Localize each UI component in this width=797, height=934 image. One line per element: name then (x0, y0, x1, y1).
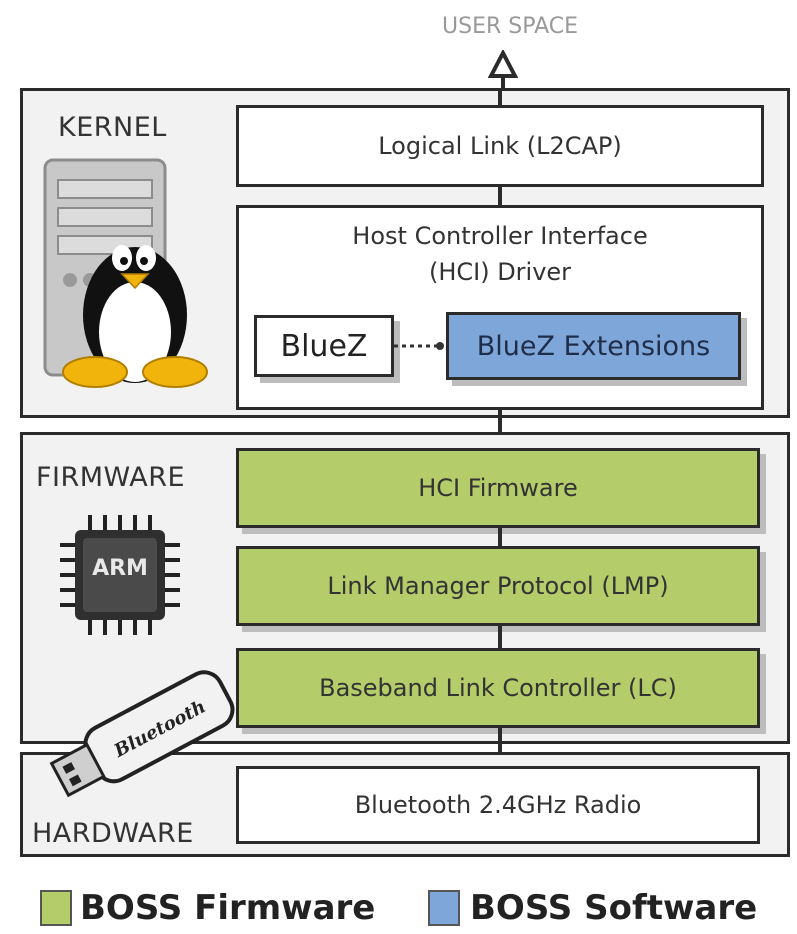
bluetooth-usb-icon: Bluetooth (49, 670, 235, 798)
bluez-label: BlueZ (280, 328, 368, 364)
software-legend-label: BOSS Software (470, 888, 758, 928)
radio-label: Bluetooth 2.4GHz Radio (354, 791, 642, 819)
lmp-label: Link Manager Protocol (LMP) (327, 572, 669, 600)
connector-line (498, 410, 502, 448)
hci-driver-label-line1: Host Controller Interface (352, 222, 648, 250)
connector-line (498, 728, 502, 766)
firmware-legend-label: BOSS Firmware (80, 888, 376, 928)
firmware-legend-swatch (40, 890, 72, 926)
lc-box: Baseband Link Controller (LC) (236, 648, 760, 728)
hci-driver-label-line2: (HCI) Driver (428, 258, 572, 286)
radio-box: Bluetooth 2.4GHz Radio (236, 766, 760, 844)
lmp-box: Link Manager Protocol (LMP) (236, 546, 760, 626)
hardware-layer-label: HARDWARE (32, 818, 194, 849)
hci-firmware-box: HCI Firmware (236, 448, 760, 528)
l2cap-box: Logical Link (L2CAP) (236, 105, 764, 187)
dashed-connector (394, 342, 444, 350)
server-tux-icon (43, 158, 208, 388)
arm-chip-icon: ARM (60, 515, 180, 635)
bluez-extensions-box: BlueZ Extensions (446, 312, 741, 380)
connector-line (498, 187, 502, 205)
software-legend-swatch (428, 890, 460, 926)
bluez-extensions-label: BlueZ Extensions (476, 330, 711, 362)
arm-chip-text: ARM (92, 556, 148, 581)
connector-line (498, 88, 502, 105)
connector-line (498, 528, 502, 546)
connector-line (498, 626, 502, 648)
kernel-layer-label: KERNEL (58, 112, 167, 143)
firmware-layer-label: FIRMWARE (36, 462, 186, 493)
l2cap-label: Logical Link (L2CAP) (378, 132, 622, 160)
lc-label: Baseband Link Controller (LC) (319, 674, 677, 702)
user-space-label: USER SPACE (442, 14, 578, 39)
hci-firmware-label: HCI Firmware (418, 474, 578, 502)
bluez-box: BlueZ (254, 315, 394, 377)
